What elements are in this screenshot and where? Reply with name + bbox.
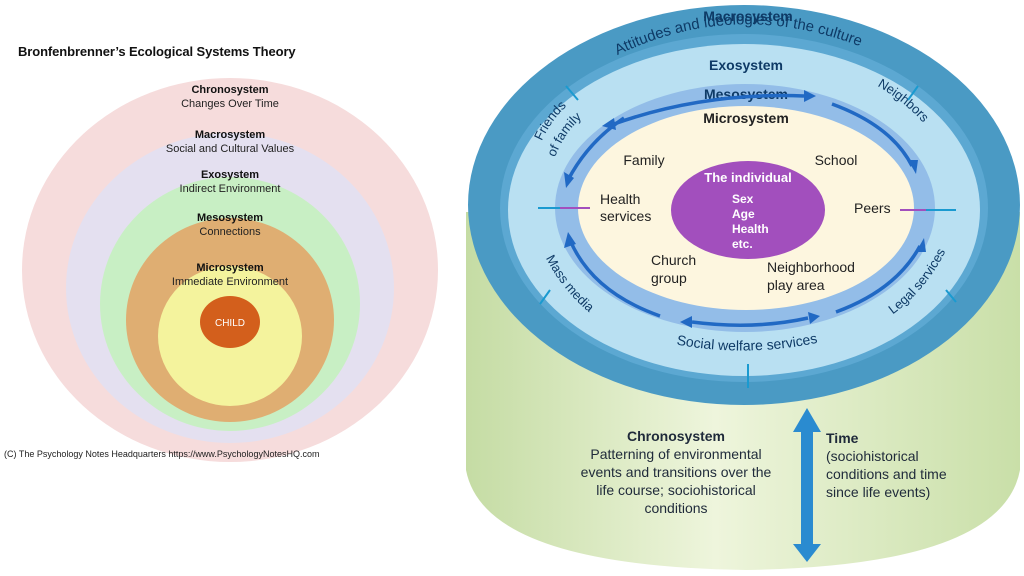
trait-etc: etc. xyxy=(732,237,753,251)
time-line-1: (sociohistorical xyxy=(826,448,919,464)
micro-item-family: Family xyxy=(623,152,664,168)
macrosystem-label: Macrosystem xyxy=(703,8,793,24)
arrowhead xyxy=(680,316,692,328)
microsystem-name: Microsystem xyxy=(196,262,263,274)
meso-arrow-top-right xyxy=(831,102,914,167)
cylinder-diagram: Macrosystem Attitudes and ideologies of … xyxy=(466,5,1020,570)
chronosystem-desc: Changes Over Time xyxy=(181,98,279,110)
child-label: CHILD xyxy=(215,318,245,329)
exosystem-name: Exosystem xyxy=(201,169,259,181)
arrowhead xyxy=(602,118,616,130)
mesosystem-name: Mesosystem xyxy=(197,212,263,224)
time-arrow-head-up xyxy=(793,408,821,432)
chronosystem-title: Chronosystem xyxy=(627,428,725,444)
trait-age: Age xyxy=(732,207,755,221)
time-arrow-shaft xyxy=(801,430,813,546)
exosystem-desc: Indirect Environment xyxy=(180,183,281,195)
arrowhead xyxy=(908,160,918,174)
micro-item-school: School xyxy=(815,152,858,168)
chrono-line-4: conditions xyxy=(644,500,707,516)
copyright-credit: (C) The Psychology Notes Headquarters ht… xyxy=(4,449,320,459)
meso-arrow-bottom-left xyxy=(568,239,661,318)
meso-arrow-bottom xyxy=(691,316,809,327)
individual-title: The individual xyxy=(704,170,791,185)
arrowhead xyxy=(916,238,926,252)
meso-arrow-top-left xyxy=(566,116,625,181)
connector-top-right xyxy=(907,85,919,101)
micro-item-group: group xyxy=(651,270,687,286)
chrono-line-2: events and transitions over the xyxy=(581,464,772,480)
arrowhead xyxy=(564,172,574,188)
chronosystem-name: Chronosystem xyxy=(191,84,268,96)
arrowhead xyxy=(804,90,816,102)
micro-item-services: services xyxy=(600,208,651,224)
meso-arrow-top xyxy=(613,93,805,126)
connector-arrows xyxy=(538,85,957,388)
chrono-line-1: Patterning of environmental xyxy=(590,446,761,462)
arrowhead xyxy=(808,312,820,324)
time-line-3: since life events) xyxy=(826,484,930,500)
time-arrow-head-down xyxy=(793,544,821,562)
micro-item-neighborhood: Neighborhood xyxy=(767,259,855,275)
individual-core xyxy=(671,161,825,259)
micro-item-peers: Peers xyxy=(854,200,891,216)
time-line-2: conditions and time xyxy=(826,466,947,482)
meso-arrow-bottom-right xyxy=(835,245,922,314)
child-center xyxy=(200,296,260,348)
chrono-line-3: life course; sociohistorical xyxy=(596,482,756,498)
macrosystem-name: Macrosystem xyxy=(195,129,266,141)
connector-top-left xyxy=(565,85,579,101)
mesosystem-arrowheads xyxy=(564,90,926,328)
micro-item-health: Health xyxy=(600,191,640,207)
left-diagram-title: Bronfenbrenner’s Ecological Systems Theo… xyxy=(18,44,296,59)
time-arrow xyxy=(793,408,821,562)
macrosystem-desc: Social and Cultural Values xyxy=(166,143,295,155)
microsystem-desc: Immediate Environment xyxy=(172,276,288,288)
mesosystem-arrows xyxy=(566,93,922,327)
microsystem-label: Microsystem xyxy=(703,110,789,126)
micro-item-church: Church xyxy=(651,252,696,268)
micro-item-play-area: play area xyxy=(767,277,825,293)
arrowhead xyxy=(564,232,576,248)
connector-bottom-left xyxy=(539,289,551,305)
trait-health: Health xyxy=(732,222,769,236)
trait-sex: Sex xyxy=(732,192,754,206)
connector-bottom-right xyxy=(945,289,957,303)
mesosystem-desc: Connections xyxy=(199,226,261,238)
exosystem-label: Exosystem xyxy=(709,57,783,73)
time-title: Time xyxy=(826,430,859,446)
concentric-rings-diagram: Chronosystem Changes Over Time Macrosyst… xyxy=(22,78,438,462)
